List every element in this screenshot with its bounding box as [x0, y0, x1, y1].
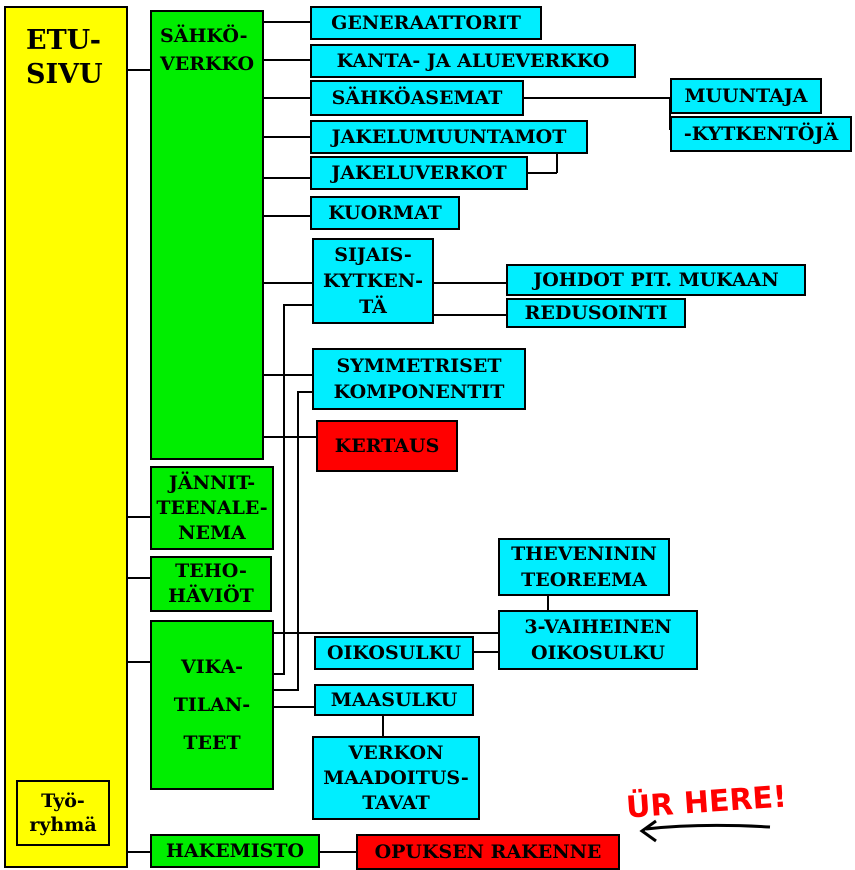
arrow-icon [639, 819, 771, 843]
sijaiskytkenta-button[interactable]: SIJAIS- KYTKEN- TÄ [312, 238, 434, 324]
maasulku-button[interactable]: MAASULKU [314, 684, 474, 716]
you-are-here-annotation: ÜR HERE! [620, 779, 820, 855]
etusivu-panel[interactable]: ETU- SIVU [4, 6, 128, 868]
opuksen-rakenne-button[interactable]: OPUKSEN RAKENNE [356, 834, 620, 870]
sahkoasemat-button[interactable]: SÄHKÖASEMAT [310, 80, 524, 116]
sahkoverkko-button[interactable]: SÄHKÖ- VERKKO [150, 10, 264, 460]
kuormat-button[interactable]: KUORMAT [310, 196, 460, 230]
vikatilanteet-button[interactable]: VIKA- TILAN- TEET [150, 620, 274, 790]
tyoryhma-button[interactable]: Työ- ryhmä [16, 780, 110, 846]
jannitteenalenema-button[interactable]: JÄNNIT- TEENALE- NEMA [150, 466, 274, 550]
kertaus-button[interactable]: KERTAUS [316, 420, 458, 472]
generaattorit-button[interactable]: GENERAATTORIT [310, 6, 542, 40]
symmetriset-komponentit-button[interactable]: SYMMETRISET KOMPONENTIT [312, 348, 526, 410]
oikosulku-button[interactable]: OIKOSULKU [314, 636, 474, 670]
etusivu-label: ETU- SIVU [26, 25, 103, 90]
kytkentoja-button[interactable]: -KYTKENTÖJÄ [670, 116, 852, 152]
muuntaja-button[interactable]: MUUNTAJA [670, 78, 822, 114]
kanta-alueverkko-button[interactable]: KANTA- JA ALUEVERKKO [310, 44, 636, 78]
sahkoverkko-label: SÄHKÖ- VERKKO [160, 25, 255, 75]
jakeluverkot-button[interactable]: JAKELUVERKOT [310, 156, 528, 190]
johdot-button[interactable]: JOHDOT PIT. MUKAAN [506, 264, 806, 296]
kolmivaiheinen-oikosulku-button[interactable]: 3-VAIHEINEN OIKOSULKU [498, 610, 698, 670]
thevenin-teoreema-button[interactable]: THEVENININ TEOREEMA [498, 538, 670, 596]
hakemisto-button[interactable]: HAKEMISTO [150, 834, 320, 868]
tehohaviot-button[interactable]: TEHO- HÄVIÖT [150, 556, 272, 612]
redusointi-button[interactable]: REDUSOINTI [506, 298, 686, 328]
verkon-maadoitustavat-button[interactable]: VERKON MAADOITUS- TAVAT [312, 736, 480, 820]
jakelumuuntamot-button[interactable]: JAKELUMUUNTAMOT [310, 120, 588, 154]
